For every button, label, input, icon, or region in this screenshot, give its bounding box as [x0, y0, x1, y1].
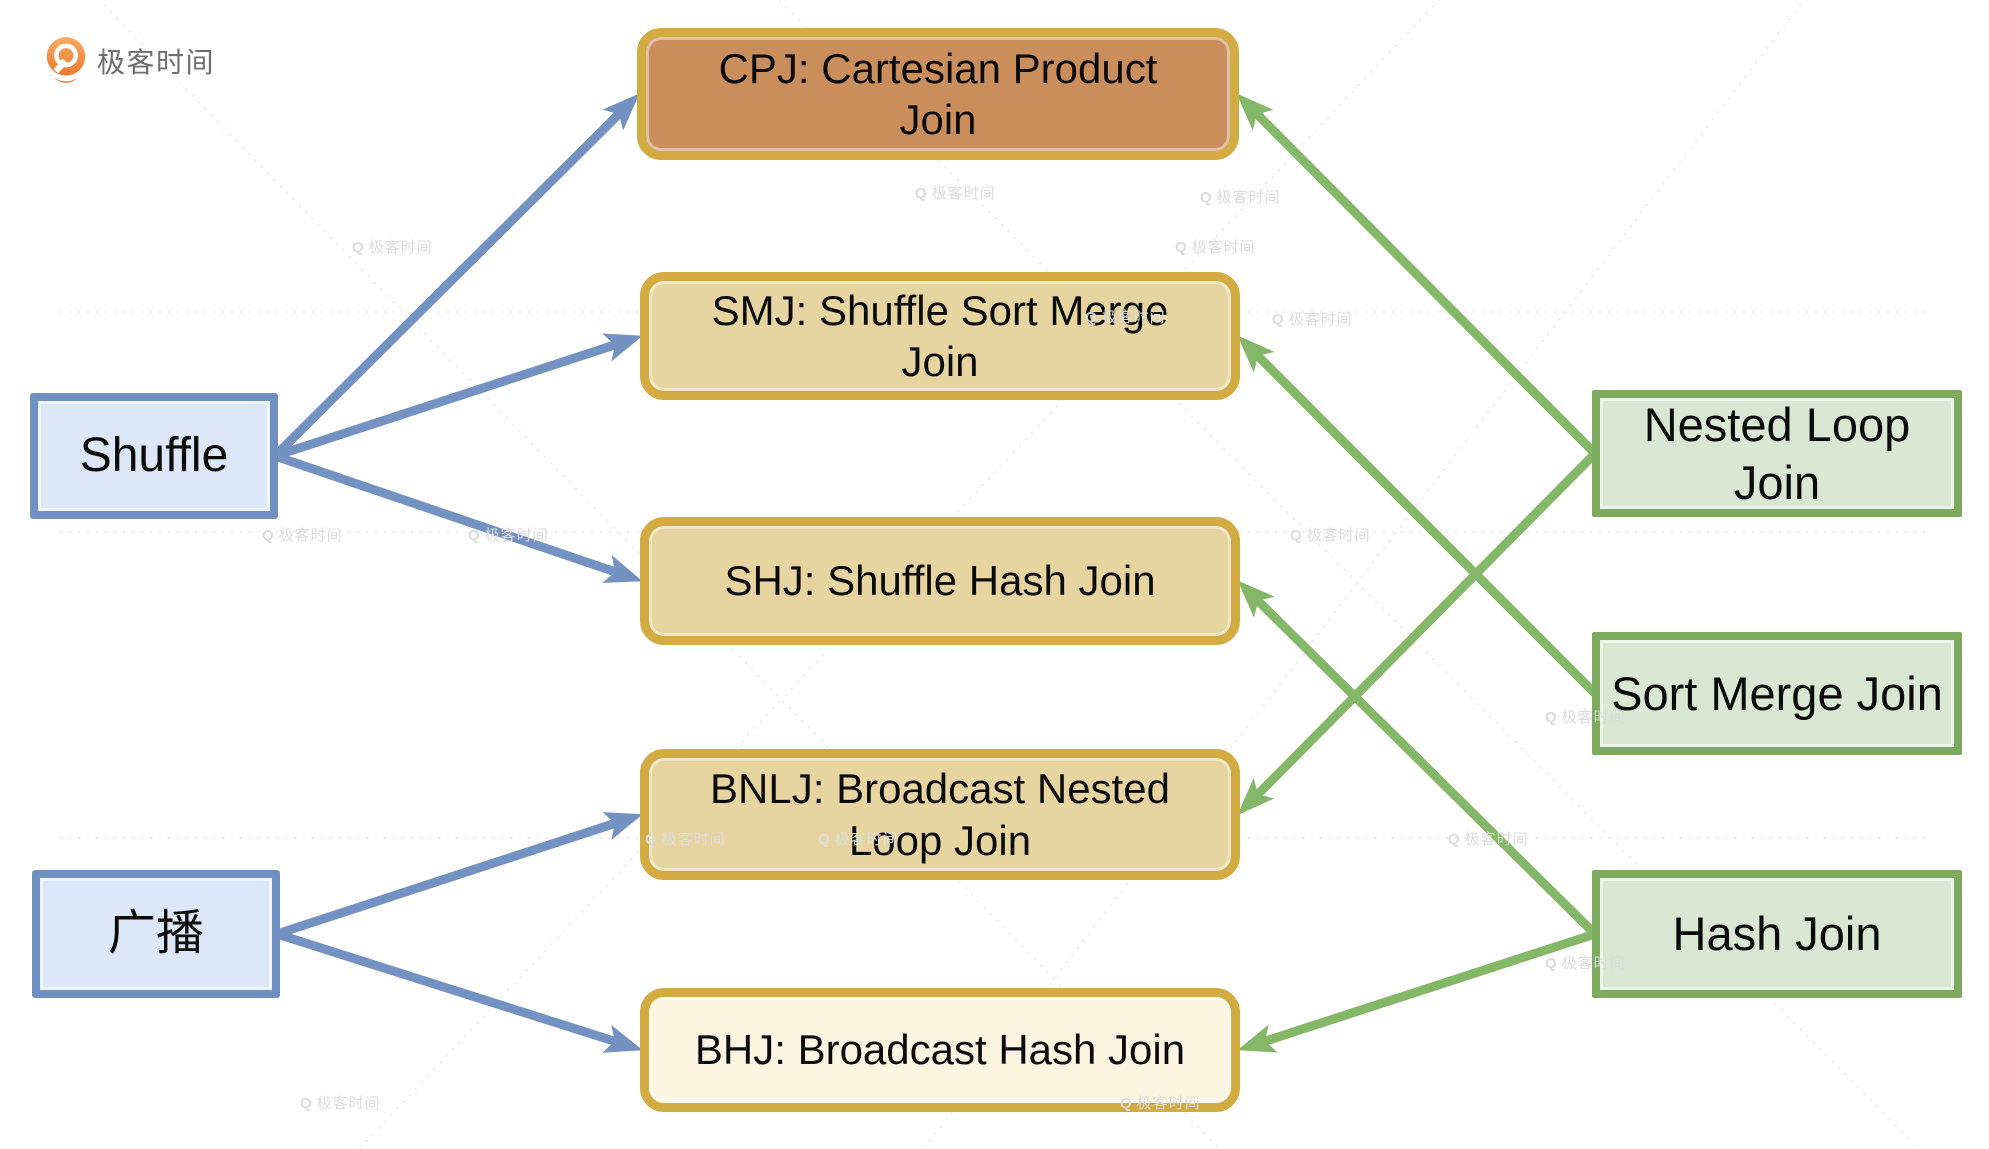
node-label: Hash Join [1672, 907, 1882, 961]
node-label: 广播 [107, 906, 204, 960]
geektime-logo: 极客时间 [44, 36, 215, 85]
node-nested-loop-join: Nested Loop Join [1592, 390, 1962, 517]
node-label: Nested Loop Join [1643, 398, 1911, 509]
node-hash-join: Hash Join [1592, 870, 1962, 998]
node-shj: SHJ: Shuffle Hash Join [640, 517, 1240, 645]
node-smj: SMJ: Shuffle Sort Merge Join [640, 272, 1240, 400]
node-bhj: BHJ: Broadcast Hash Join [640, 988, 1240, 1112]
node-label: SHJ: Shuffle Hash Join [724, 557, 1156, 605]
edge-nlj-cpj [1236, 93, 1599, 457]
edge-smjalgo-smj [1237, 335, 1599, 697]
edge-hj-shj [1237, 580, 1599, 938]
node-cpj: CPJ: Cartesian Product Join [637, 28, 1239, 160]
edge-nlj-bnlj [1237, 450, 1599, 816]
node-label: CPJ: Cartesian Product Join [718, 44, 1158, 143]
node-broadcast: 广播 [32, 870, 280, 998]
node-shuffle: Shuffle [30, 393, 278, 519]
node-label: BHJ: Broadcast Hash Join [694, 1026, 1186, 1074]
geektime-logo-text: 极客时间 [97, 46, 216, 78]
geektime-logo-icon [46, 37, 86, 83]
node-label: SMJ: Shuffle Sort Merge Join [711, 286, 1169, 385]
node-label: Sort Merge Join [1611, 666, 1943, 720]
edge-shuffle-cpj [271, 93, 640, 460]
node-label: Shuffle [79, 428, 229, 482]
edge-broadcast-bnlj [275, 812, 643, 939]
node-bnlj: BNLJ: Broadcast Nested Loop Join [640, 749, 1240, 880]
node-sort-merge-join: Sort Merge Join [1592, 632, 1962, 755]
edge-shuffle-smj [273, 333, 643, 461]
edge-hj-bhj [1237, 929, 1597, 1053]
node-label: BNLJ: Broadcast Nested Loop Join [710, 765, 1170, 864]
edge-shuffle-shj [273, 451, 643, 583]
edge-broadcast-bhj [275, 929, 643, 1053]
